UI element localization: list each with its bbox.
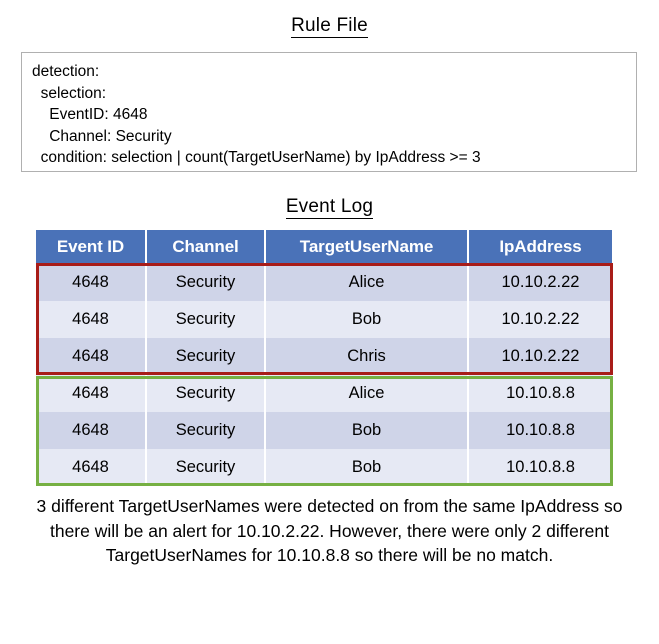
rule-file-title-text: Rule File [291,15,368,38]
event-log-table: Event ID Channel TargetUserName IpAddres… [36,230,612,486]
cell-event-id: 4648 [36,449,147,486]
cell-targetusername: Bob [264,412,469,449]
cell-channel: Security [145,301,266,338]
rule-file-box: detection: selection: EventID: 4648 Chan… [21,52,637,172]
cell-ipaddress: 10.10.8.8 [467,449,612,486]
table-row: 4648 Security Alice 10.10.2.22 [36,264,612,301]
rule-line-selection: selection: [32,84,107,102]
cell-channel: Security [145,375,266,412]
cell-targetusername: Alice [264,264,469,301]
column-header-targetusername: TargetUserName [264,230,469,264]
rule-line-detection: detection: [32,63,100,80]
cell-event-id: 4648 [36,264,147,301]
column-header-event-id: Event ID [36,230,147,264]
cell-channel: Security [145,449,266,486]
cell-channel: Security [145,412,266,449]
cell-targetusername: Bob [264,449,469,486]
cell-ipaddress: 10.10.2.22 [467,301,612,338]
cell-targetusername: Alice [264,375,469,412]
cell-ipaddress: 10.10.8.8 [467,375,612,412]
column-header-ipaddress: IpAddress [467,230,612,264]
cell-ipaddress: 10.10.2.22 [467,264,612,301]
cell-targetusername: Bob [264,301,469,338]
event-log-title: Event Log [0,196,659,219]
cell-channel: Security [145,264,266,301]
rule-line-condition: condition: selection | count(TargetUserN… [32,149,481,166]
rule-line-eventid: EventID: 4648 [32,106,148,123]
cell-event-id: 4648 [36,338,147,375]
rule-file-title: Rule File [0,15,659,38]
cell-event-id: 4648 [36,412,147,449]
rule-line-channel: Channel: Security [32,127,172,145]
table-header-row: Event ID Channel TargetUserName IpAddres… [36,230,612,264]
explanation-caption: 3 different TargetUserNames were detecte… [36,496,623,565]
cell-channel: Security [145,338,266,375]
table-row: 4648 Security Bob 10.10.8.8 [36,449,612,486]
cell-targetusername: Chris [264,338,469,375]
event-log-title-text: Event Log [285,196,374,219]
cell-ipaddress: 10.10.8.8 [467,412,612,449]
column-header-channel: Channel [145,230,266,264]
cell-event-id: 4648 [36,301,147,338]
table-row: 4648 Security Chris 10.10.2.22 [36,338,612,375]
cell-ipaddress: 10.10.2.22 [467,338,612,375]
cell-event-id: 4648 [36,375,147,412]
table-row: 4648 Security Bob 10.10.8.8 [36,412,612,449]
table-row: 4648 Security Bob 10.10.2.22 [36,301,612,338]
table-row: 4648 Security Alice 10.10.8.8 [36,375,612,412]
